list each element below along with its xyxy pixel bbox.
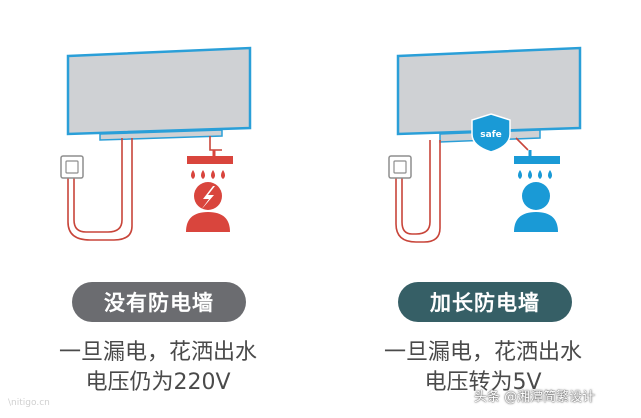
right-wire-inner — [395, 140, 441, 243]
left-caption: 一旦漏电，花洒出水 电压仍为220V — [40, 338, 276, 398]
right-water-drops — [518, 170, 552, 179]
left-wall-socket — [60, 155, 84, 179]
right-heater-tank — [396, 46, 582, 136]
right-shower-head — [514, 150, 560, 179]
left-person-shocked — [186, 182, 230, 232]
left-caption-line2: 电压仍为220V — [85, 370, 231, 395]
left-wire-outer — [73, 138, 123, 233]
left-heater-tank — [66, 46, 252, 136]
right-wires — [395, 137, 529, 243]
left-heater-base — [99, 129, 223, 141]
right-caption: 一旦漏电，花洒出水 电压转为5V — [360, 338, 606, 398]
left-water-drops — [191, 170, 225, 179]
no-protection-label: 没有防电墙 — [72, 282, 246, 322]
extended-protection-label: 加长防电墙 — [398, 282, 572, 322]
left-wire-inner — [67, 138, 133, 241]
right-person-safe — [514, 182, 558, 232]
right-caption-line1: 一旦漏电，花洒出水 — [383, 340, 582, 365]
left-water-heater — [66, 46, 252, 141]
left-shower-head — [187, 150, 233, 179]
left-caption-line1: 一旦漏电，花洒出水 — [58, 340, 257, 365]
right-wire-to-shower — [515, 137, 529, 151]
watermark-right: 头条 @湘潭简繁设计 — [474, 390, 596, 405]
right-wire-outer — [401, 140, 431, 235]
safe-badge-text: safe — [480, 130, 501, 140]
watermark-left: \nitigo.cn — [8, 398, 50, 408]
left-wire-to-shower — [209, 136, 222, 151]
safe-shield-icon — [471, 113, 511, 153]
left-wires — [67, 136, 222, 241]
right-caption-line2: 电压转为5V — [424, 370, 542, 395]
lightning-bolt-icon — [201, 186, 215, 210]
right-wall-socket — [388, 155, 412, 179]
